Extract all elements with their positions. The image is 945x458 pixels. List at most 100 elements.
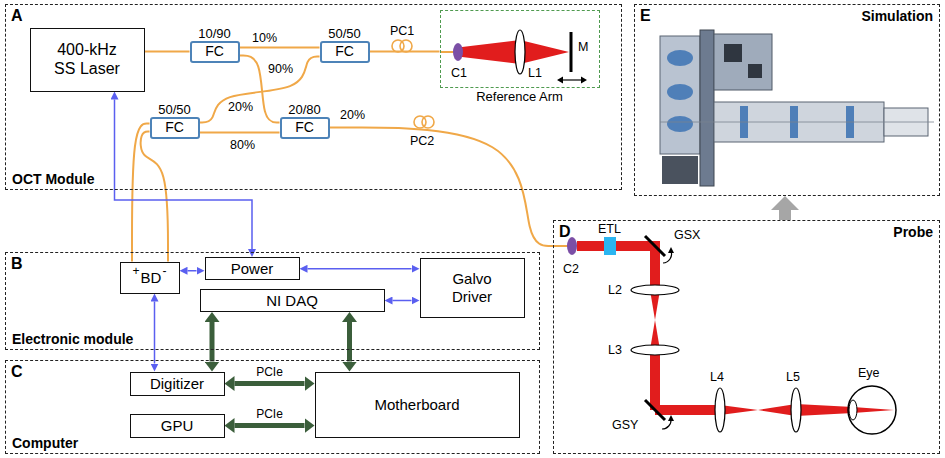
- fiber-stub: [440, 51, 454, 53]
- eye-symbol: [848, 386, 896, 434]
- polarization-loop: [400, 40, 412, 52]
- part-label: Eye: [858, 366, 880, 380]
- driver-box: Galvo Driver: [420, 258, 525, 318]
- gpu-box: GPU: [130, 414, 225, 438]
- coupler-label: FC: [295, 119, 314, 135]
- part-label: 20%: [228, 100, 253, 114]
- digitizer-box: Digitizer: [130, 372, 225, 396]
- coupler-ratio: 10/90: [198, 27, 231, 42]
- part-label: GSY: [612, 418, 638, 432]
- arm-title: Reference Arm: [476, 90, 563, 105]
- bus-arrow: [210, 322, 215, 362]
- sample-fiber-optics: [414, 116, 434, 128]
- panel-title: Electronic module: [12, 331, 133, 347]
- fiber-stub: [553, 245, 568, 247]
- coupler-box: 20/80FC: [280, 117, 330, 139]
- bus-arrow: [235, 381, 305, 386]
- fiber-connector: [145, 51, 190, 53]
- panel-letter: B: [11, 255, 23, 273]
- sign-mark: +: [133, 265, 140, 279]
- panel-letter: C: [11, 363, 23, 381]
- fiber-connector: [330, 128, 554, 247]
- travel-arrow-head: [557, 77, 587, 84]
- laser-beam: [462, 40, 520, 64]
- module-panel: D Probe: [553, 220, 940, 454]
- galvo-mirror-symbol: [645, 400, 665, 420]
- panel-letter: E: [640, 7, 651, 25]
- probe-optics: [553, 236, 896, 434]
- part-label: GSX: [674, 228, 700, 242]
- laser-beam: [650, 350, 660, 410]
- part-label: L4: [710, 370, 724, 384]
- part-label: L5: [786, 370, 800, 384]
- coupler-label: FC: [205, 43, 224, 59]
- eye-lens-symbol: [849, 400, 857, 420]
- rotation-arrow-head: [668, 247, 674, 253]
- lens-symbol: [631, 345, 679, 355]
- part-label: 20%: [340, 108, 365, 122]
- fiber-connector: [200, 132, 280, 134]
- detector-box: +BD-: [120, 262, 180, 294]
- lens-element: [667, 50, 693, 66]
- edge-label: PCIe: [255, 408, 284, 422]
- box-label: Motherboard: [374, 396, 459, 413]
- fiber-connector: [240, 47, 320, 49]
- motherboard-box: Motherboard: [315, 372, 520, 438]
- signal-arrow: [393, 300, 412, 302]
- lens-symbol: [791, 388, 801, 432]
- lens-element: [667, 116, 693, 132]
- simulation-rendering: [660, 30, 934, 186]
- laser-beam: [520, 40, 569, 64]
- laser-beam: [796, 404, 853, 416]
- box-label: Digitizer: [150, 375, 204, 392]
- box-label: 400-kHz SS Laser: [51, 41, 123, 78]
- coupler-box: 10/90FC: [190, 41, 240, 63]
- part-label: L1: [528, 66, 542, 80]
- box-label: NI DAQ: [266, 292, 318, 309]
- reference-optics: [392, 30, 587, 84]
- panel-letter: A: [11, 7, 23, 25]
- panel-title: OCT Module: [12, 171, 94, 187]
- part-label: 90%: [268, 62, 293, 76]
- galvo-mirror-symbol: [645, 236, 665, 256]
- signal-arrow: [308, 268, 412, 270]
- mount-plate: [700, 30, 714, 186]
- laser-beam: [650, 246, 660, 290]
- bus-arrow: [347, 322, 352, 362]
- mirror-symbol: [570, 32, 573, 72]
- part-label: L3: [608, 343, 622, 357]
- box-label: BD: [141, 269, 162, 286]
- polarization-loop: [422, 116, 434, 128]
- panel-title: Probe: [893, 224, 933, 240]
- part-label: L2: [608, 283, 622, 297]
- coupler-ratio: 20/80: [288, 103, 321, 118]
- coupler-ratio: 50/50: [328, 27, 361, 42]
- laser-beam: [655, 405, 720, 415]
- optical-axis: [660, 122, 934, 123]
- panel-letter: D: [559, 223, 571, 241]
- fiber-connector: [370, 51, 440, 53]
- galvo-block: [714, 34, 772, 90]
- box-label: Galvo Driver: [442, 270, 502, 305]
- lens-symbol: [631, 285, 679, 295]
- laser-beam: [853, 407, 894, 413]
- edge-label: PCIe: [255, 366, 284, 380]
- box-label: GPU: [161, 417, 194, 434]
- part-label: C2: [563, 262, 579, 276]
- part-label: 10%: [252, 31, 277, 45]
- part-label: PC1: [390, 24, 414, 38]
- fiber-connector: [141, 132, 168, 262]
- detector-label-group: +BD-: [133, 269, 167, 286]
- design-arrow: [779, 210, 791, 220]
- mirror-mount: [662, 156, 698, 184]
- module-panel: AOCT Module400-kHz SS Laser10/90FC50/50F…: [5, 4, 622, 190]
- power-box: Power: [205, 257, 300, 280]
- bus-arrow: [235, 423, 305, 428]
- part-label: C1: [451, 66, 467, 80]
- box-label: Power: [231, 260, 274, 277]
- rotation-arrow-head: [668, 415, 674, 421]
- coupler-ratio: 50/50: [158, 103, 191, 118]
- signal-arrow: [154, 302, 156, 364]
- part-label: M: [578, 40, 588, 54]
